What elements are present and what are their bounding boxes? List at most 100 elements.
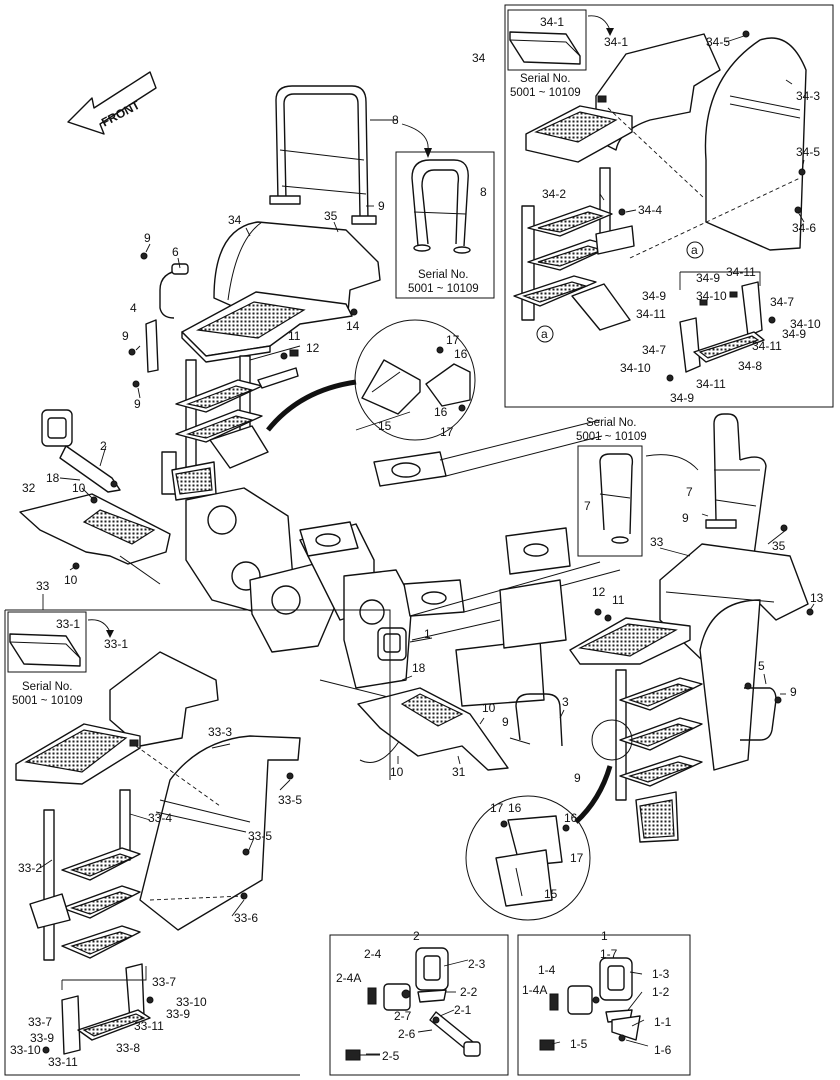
callout-label: 1-7 [600, 947, 618, 961]
callout-label: 32 [22, 481, 36, 495]
callout-label: 33-9 [30, 1031, 54, 1045]
callout-label: 33-1 [56, 617, 80, 631]
callout-label: 10 [390, 765, 404, 779]
callout-label: 33-7 [28, 1015, 52, 1029]
serial-label: Serial No. [418, 269, 469, 281]
callout-label: 34-8 [738, 359, 762, 373]
detail-box-33 [4, 609, 391, 1076]
callout-label: 2-6 [398, 1027, 416, 1041]
callout-label: 9 [378, 199, 385, 213]
callout-label: 33-2 [18, 861, 42, 875]
callout-label: 34-4 [638, 203, 662, 217]
callout-label: 33-10 [176, 995, 207, 1009]
detail-box-34 [504, 4, 834, 408]
inset-handrail-8 [411, 159, 471, 254]
callout-label: 33-9 [166, 1007, 190, 1021]
inset-box-handrail-8 [395, 151, 495, 299]
callout-label: 34-5 [796, 145, 820, 159]
callout-label: 17 [570, 851, 584, 865]
callout-label: 33 [36, 579, 50, 593]
callout-label: 34-10 [790, 317, 821, 331]
callout-label: 33-11 [134, 1019, 164, 1033]
inset-circle-bracket-bottom [465, 795, 591, 921]
group-header-2: 2 [413, 929, 420, 943]
callout-label: 34-11 [726, 265, 756, 279]
callout-label: 9 [682, 511, 689, 525]
callout-label: 33-5 [278, 793, 302, 807]
callout-label: 18 [46, 471, 60, 485]
inset-handrail-7 [599, 453, 634, 544]
callout-label: 31 [452, 765, 466, 779]
callout-label: 15 [378, 419, 392, 433]
inset-box-handrail-7 [577, 445, 643, 557]
callout-label: 13 [810, 591, 824, 605]
callout-label: 34 [228, 213, 242, 227]
callout-label: 9 [502, 715, 509, 729]
callout-label: 33-10 [10, 1043, 41, 1057]
serial-range: 5001 ~ 10109 [576, 431, 647, 443]
callout-label: 5 [758, 659, 765, 673]
handle-6-and-bracket-4 [128, 252, 358, 388]
callout-label: 1-4A [522, 983, 547, 997]
callout-label: 33-5 [248, 829, 272, 843]
callout-label: 17 [446, 333, 460, 347]
inset-box-34-1 [507, 9, 587, 71]
front-direction-arrow: FRONT [67, 71, 157, 135]
fender-step-assembly-right [569, 543, 809, 843]
callout-label: 34-1 [604, 35, 628, 49]
step-bracket-33-7-33-8 [42, 963, 154, 1055]
fender-step-33-detail [15, 651, 301, 961]
callout-label: 11 [288, 329, 301, 343]
callout-label: 34-3 [796, 89, 820, 103]
callout-label: 33 [650, 535, 664, 549]
callout-label: 9 [122, 329, 129, 343]
step-cover-31 [357, 687, 509, 771]
callout-label: 35 [324, 209, 338, 223]
serial-label: Serial No. [520, 73, 571, 85]
callout-label: 17 [440, 425, 454, 439]
callout-label: 34-2 [542, 187, 566, 201]
callout-label: 10 [72, 481, 86, 495]
detail-box-2 [329, 934, 509, 1076]
callout-label: 33-7 [152, 975, 176, 989]
callout-label: 2-4A [336, 971, 361, 985]
callout-label: 16 [434, 405, 448, 419]
callout-label: 8 [392, 113, 399, 127]
callout-label: 2-7 [394, 1009, 412, 1023]
callout-label: 12 [306, 341, 320, 355]
callout-label: 6 [172, 245, 179, 259]
callout-label: 35 [772, 539, 786, 553]
leader-lines [39, 35, 815, 1055]
callout-label: 9 [134, 397, 141, 411]
callout-letter: a [691, 243, 698, 257]
step-bracket-34-7-34-8 [666, 281, 776, 382]
fender-step-34-detail [513, 30, 807, 331]
callout-label: 33-4 [148, 811, 172, 825]
handrail-8 [269, 85, 377, 225]
callout-label: 16 [508, 801, 522, 815]
callout-label: 34-10 [696, 289, 727, 303]
step-light-1-detail [539, 957, 641, 1051]
group-header-1: 1 [601, 929, 608, 943]
callout-label: 7 [686, 485, 693, 499]
callout-label: 10 [482, 701, 496, 715]
serial-label: Serial No. [586, 417, 637, 429]
callout-label: 34-5 [706, 35, 730, 49]
callout-label: 34-1 [540, 15, 564, 29]
callout-label: 34-11 [696, 377, 726, 391]
main-frame [185, 419, 621, 763]
callout-label: 11 [612, 593, 625, 607]
callout-label: 33-3 [208, 725, 232, 739]
serial-range: 5001 ~ 10109 [510, 87, 581, 99]
callout-label: 16 [454, 347, 468, 361]
callout-label: 34-9 [696, 271, 720, 285]
callout-label: 1-5 [570, 1037, 588, 1051]
callout-label: 18 [412, 661, 426, 675]
callout-label: 2-1 [454, 1003, 472, 1017]
callout-label: 34-7 [642, 343, 666, 357]
handle-3-and-5 [509, 524, 814, 747]
step-light-2-detail [345, 947, 481, 1061]
callout-label: 2 [100, 439, 107, 453]
callout-labels: 8 9 8 Serial No. 5001 ~ 10109 34 35 9 6 … [10, 15, 824, 1069]
